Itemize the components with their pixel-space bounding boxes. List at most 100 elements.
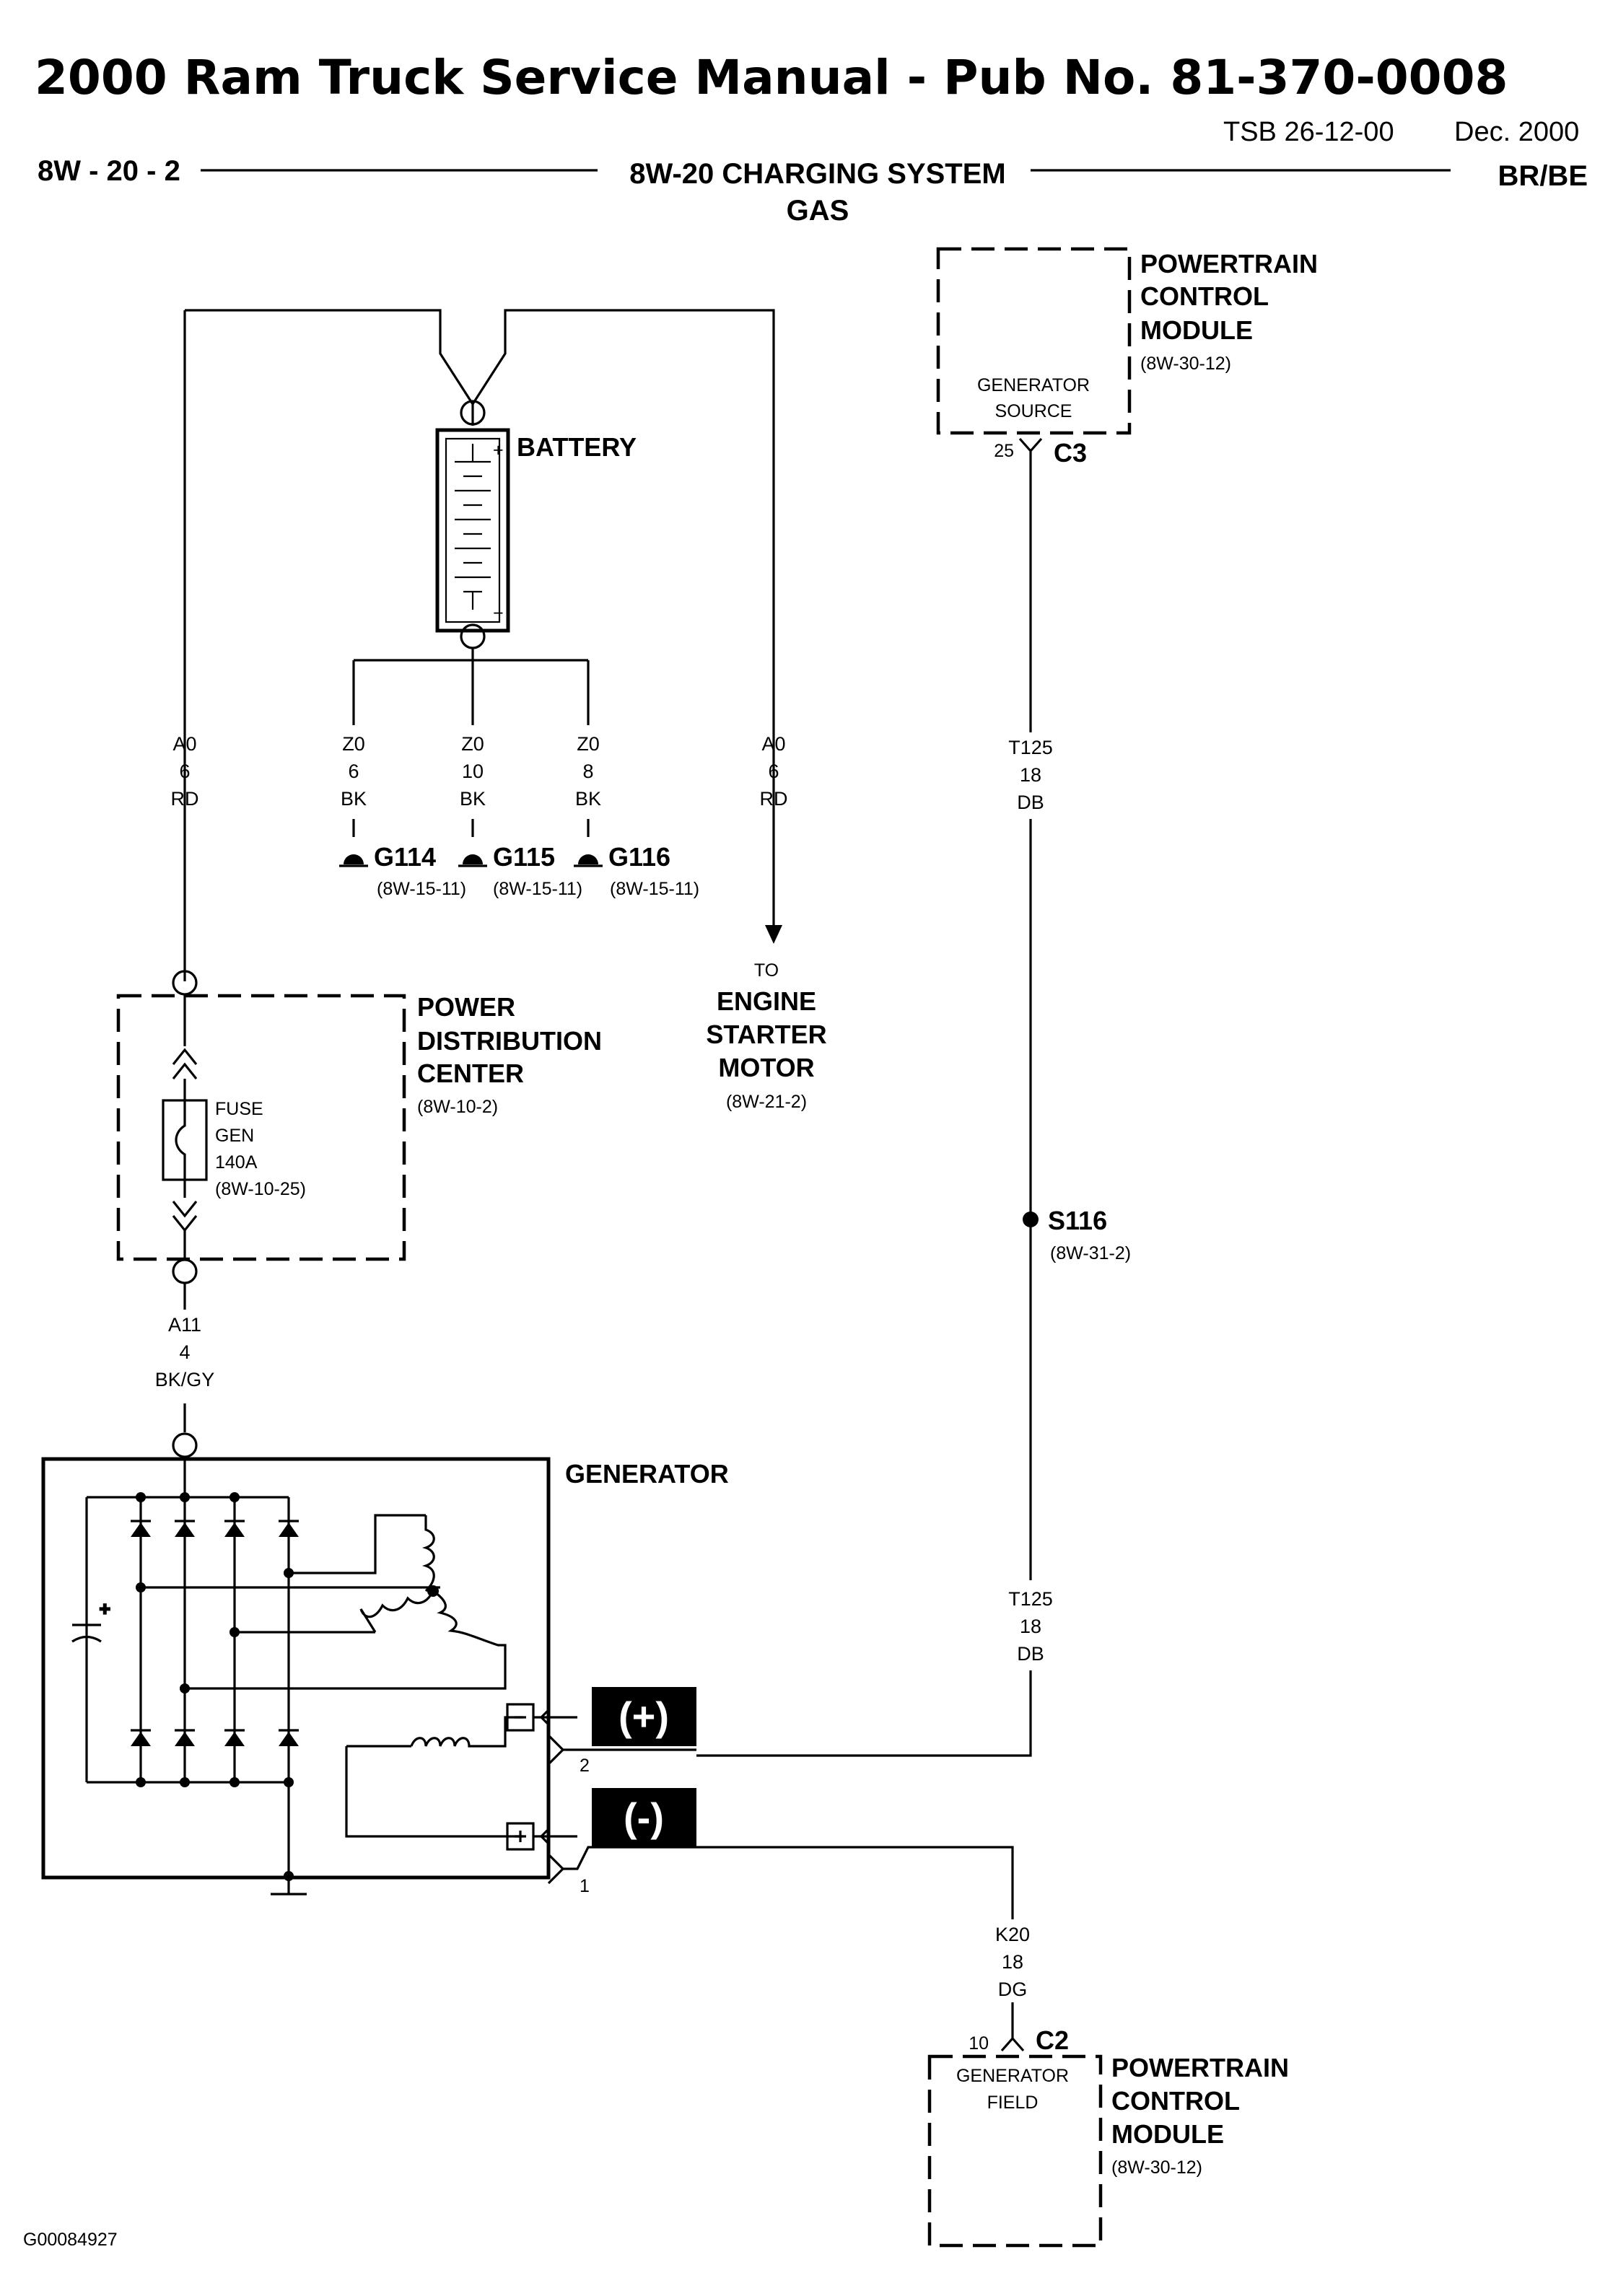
wire-z0-g114-circuit: Z0 <box>342 733 365 755</box>
ground-branches <box>352 648 590 725</box>
pcm-top-pin-name-1: GENERATOR <box>977 375 1090 395</box>
splice-id: S116 <box>1048 1206 1107 1235</box>
positive-badge-text: (+) <box>618 1693 669 1739</box>
fuse-connector-bottom-icon <box>172 1201 198 1232</box>
pcm-bottom-module: 10 C2 GENERATOR FIELD POWERTRAIN CONTROL… <box>927 2025 1289 2248</box>
engine-starter-label: TO ENGINE STARTER MOTOR (8W-21-2) <box>706 960 826 1112</box>
stator-winding-1 <box>421 1515 435 1592</box>
pcm-bottom-name-3: MODULE <box>1111 2119 1224 2149</box>
pdc-ref: (8W-10-2) <box>417 1097 498 1117</box>
negative-badge <box>592 1788 696 1847</box>
wire-t125 <box>696 462 1032 1757</box>
rotor-field-coil <box>346 1716 523 1748</box>
wire-t125-bottom-gauge: 18 <box>1020 1616 1041 1637</box>
pcm-top-pin-name-2: SOURCE <box>995 401 1072 421</box>
pcm-bottom-name-1: POWERTRAIN <box>1111 2053 1289 2082</box>
wire-a0-left-color: RD <box>171 788 199 810</box>
svg-text:STARTER: STARTER <box>706 1020 826 1049</box>
pcm-top-name-1: POWERTRAIN <box>1140 249 1318 279</box>
fuse-label-1: FUSE <box>215 1099 263 1119</box>
tsb-number: TSB 26-12-00 <box>1223 117 1394 147</box>
splice-s116: S116 (8W-31-2) <box>1023 1206 1131 1263</box>
ground-g115: G115 (8W-15-11) <box>458 819 582 899</box>
pcm-top-ref: (8W-30-12) <box>1140 354 1231 374</box>
positive-badge <box>592 1687 696 1746</box>
pcm-bottom-name-2: CONTROL <box>1111 2086 1240 2116</box>
ground-g114-id: G114 <box>374 842 436 872</box>
pdc-name-1: POWER <box>417 992 515 1022</box>
fuse-label-2: GEN <box>215 1126 254 1146</box>
pcm-top-connector: C3 <box>1054 438 1087 468</box>
battery-minus: − <box>493 603 504 623</box>
wire-k20 <box>696 1846 1014 2031</box>
ground-g114: G114 (8W-15-11) <box>339 819 466 899</box>
wire-z0-g116-color: BK <box>575 788 601 810</box>
ground-g114-ref: (8W-15-11) <box>377 879 466 899</box>
wire-t125-top-circuit: T125 <box>1008 737 1053 758</box>
section-title: 8W-20 CHARGING SYSTEM <box>629 158 1005 190</box>
svg-text:+: + <box>100 1599 110 1619</box>
page-title: 2000 Ram Truck Service Manual - Pub No. … <box>35 50 1508 105</box>
wire-z0-g115-color: BK <box>460 788 486 810</box>
wire-a0-left-circuit: A0 <box>172 733 196 755</box>
wire-z0-g115-circuit: Z0 <box>461 733 484 755</box>
pcm-bottom-connector-symbol <box>1000 2031 1025 2052</box>
wire-k20-color: DG <box>998 1979 1028 2000</box>
wire-z0-g115-gauge: 10 <box>462 761 484 782</box>
wire-t125-top-gauge: 18 <box>1020 764 1041 786</box>
ground-g116-ref: (8W-15-11) <box>610 879 699 899</box>
pcm-bottom-pin-name-1: GENERATOR <box>956 2066 1069 2086</box>
pcm-bottom-pin-name-2: FIELD <box>987 2093 1039 2113</box>
ground-g115-ref: (8W-15-11) <box>493 879 582 899</box>
svg-text:TO: TO <box>754 960 779 981</box>
diodes-upper <box>131 1520 299 1537</box>
fuse-ref: (8W-10-25) <box>215 1179 306 1199</box>
wire-k20-gauge: 18 <box>1002 1951 1023 1973</box>
pcm-top-connector-symbol <box>1018 437 1043 462</box>
splice-ref: (8W-31-2) <box>1050 1243 1131 1263</box>
pcm-bottom-connector: C2 <box>1036 2025 1069 2055</box>
wire-a0-left-gauge: 6 <box>179 761 190 782</box>
wire-t125-bottom-circuit: T125 <box>1008 1588 1053 1610</box>
negative-badge-text: (-) <box>624 1795 664 1840</box>
section-subtitle: GAS <box>787 195 849 227</box>
generator-pin-neg: 1 <box>580 1876 590 1896</box>
ground-g116: G116 (8W-15-11) <box>574 819 699 899</box>
battery: + − BATTERY <box>183 309 775 981</box>
capacitor-icon: + <box>71 1598 111 1643</box>
pcm-top-name-2: CONTROL <box>1140 281 1269 311</box>
battery-body <box>435 428 510 633</box>
wire-a11-color: BK/GY <box>155 1369 215 1390</box>
wire-a0-right-gauge: 6 <box>768 761 779 782</box>
junction-dots <box>136 1492 439 1881</box>
stator-winding-3 <box>432 1590 507 1690</box>
pcm-top-module: POWERTRAIN CONTROL MODULE (8W-30-12) GEN… <box>936 247 1318 468</box>
wire-z0-g114-color: BK <box>341 788 367 810</box>
pcm-top-pin: 25 <box>994 441 1014 461</box>
generator-label: GENERATOR <box>565 1459 729 1489</box>
stator-winding-2 <box>359 1590 434 1633</box>
wire-z0-g114-gauge: 6 <box>348 761 359 782</box>
svg-text:MOTOR: MOTOR <box>718 1053 814 1082</box>
fuse-label-3: 140A <box>215 1152 258 1173</box>
figure-id: G00084927 <box>23 2230 118 2250</box>
pdc-name-3: CENTER <box>417 1059 524 1088</box>
wire-a0-right-circuit: A0 <box>761 733 785 755</box>
wire-a11-gauge: 4 <box>179 1341 190 1363</box>
generator: GENERATOR <box>41 1432 729 1896</box>
wire-z0-g116-circuit: Z0 <box>577 733 600 755</box>
rectifier-bridge <box>85 1457 440 1876</box>
wire-a0-right-color: RD <box>760 788 788 810</box>
ground-g116-id: G116 <box>608 842 670 872</box>
battery-cells <box>455 444 491 610</box>
svg-text:(8W-21-2): (8W-21-2) <box>726 1092 807 1112</box>
wire-a11-circuit: A11 <box>168 1314 201 1336</box>
power-distribution-center: FUSE GEN 140A (8W-10-25) POWER DISTRIBUT… <box>116 970 602 1284</box>
page-ref: 8W - 20 - 2 <box>38 155 180 187</box>
generator-ground-icon <box>271 1876 307 1896</box>
wire-a0-right <box>471 309 775 927</box>
pcm-bottom-pin: 10 <box>969 2033 989 2054</box>
pcm-bottom-ref: (8W-30-12) <box>1111 2157 1202 2178</box>
wire-k20-circuit: K20 <box>995 1924 1030 1945</box>
